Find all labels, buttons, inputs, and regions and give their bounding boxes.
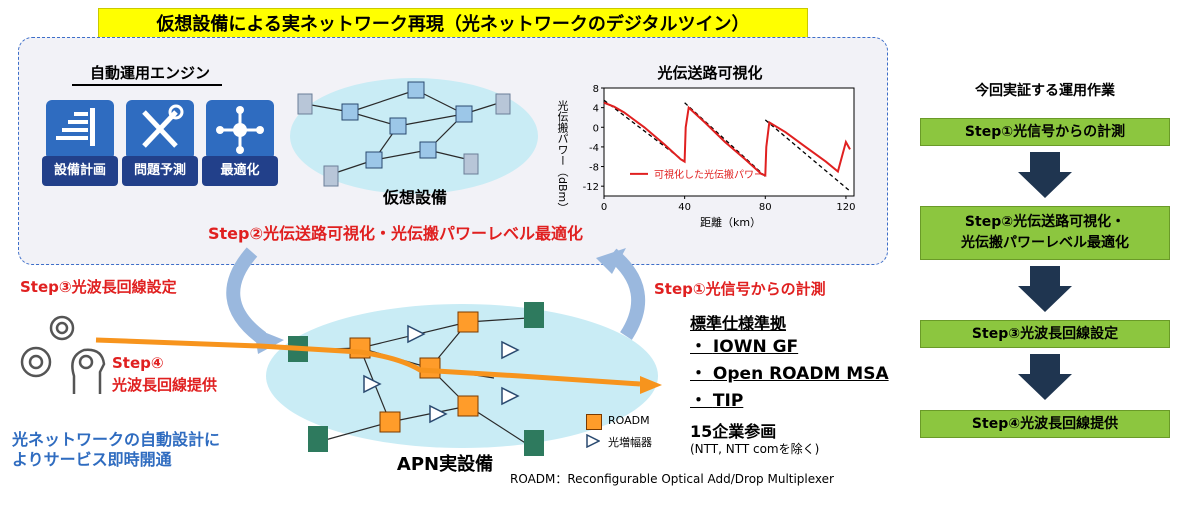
- prediction-icon-tile: [126, 100, 194, 160]
- down-arrow-1: [1018, 152, 1072, 198]
- down-arrow-3: [1018, 354, 1072, 400]
- apn-equipment-label: APN実設備: [396, 454, 494, 475]
- virtual-network-cloud: [290, 78, 538, 194]
- engine-title: 自動運用エンジン: [89, 64, 210, 82]
- virtual-equipment-label: 仮想設備: [382, 188, 447, 207]
- standard-item-iown: ・ IOWN GF: [690, 337, 799, 357]
- automation-person-icon: [20, 315, 106, 394]
- standard-item-tip: ・ TIP: [690, 391, 744, 411]
- step3-box: Step③光波長回線設定: [920, 320, 1170, 348]
- tile-label-optimize: 最適化: [202, 156, 278, 186]
- standard-openroadm-text: Open ROADM MSA: [712, 364, 889, 384]
- chart-plot-area: [603, 87, 855, 197]
- apn-server-icons: [288, 302, 544, 456]
- y-tick-label: -12: [583, 182, 599, 193]
- apn-network-cloud: [266, 302, 658, 456]
- standard-iown-text: IOWN GF: [712, 337, 799, 357]
- standard-tip-text: TIP: [712, 391, 744, 411]
- up-curve-arrow: [607, 248, 646, 340]
- legend-label: 可視化した光伝搬パワー: [654, 168, 764, 181]
- chart-xlabel: 距離（km）: [700, 216, 762, 229]
- fit-segment: [764, 119, 851, 192]
- down-arrow-2: [1018, 266, 1072, 312]
- stair-chart-icon: [56, 108, 95, 146]
- amplifier-legend-icon: [586, 434, 600, 448]
- y-tick-label: 0: [593, 123, 599, 134]
- step1-box: Step①光信号からの計測: [920, 118, 1170, 146]
- chart-ylabel: 光伝搬パワー（dBm）: [556, 100, 569, 214]
- auto-design-text-line1: 光ネットワークの自動設計に: [12, 430, 221, 449]
- step4-label-line1: Step④: [112, 354, 164, 372]
- step3-label: Step③光波長回線設定: [20, 278, 177, 296]
- y-tick-label: 8: [593, 84, 599, 95]
- right-panel-title: 今回実証する運用作業: [975, 83, 1115, 99]
- standards-title: 標準仕様準拠: [690, 314, 787, 333]
- step4-label-line2: 光波長回線提供: [112, 376, 218, 394]
- amplifier-legend-label: 光増幅器: [608, 436, 652, 449]
- chart-title: 光伝送路可視化: [657, 64, 763, 82]
- y-tick-label: -4: [589, 143, 599, 154]
- step2-label: Step②光伝送路可視化・光伝搬パワーレベル最適化: [208, 224, 584, 243]
- virtual-roadm-icons: [341, 81, 473, 169]
- power-series-line: [603, 101, 851, 177]
- network-hub-icon: [216, 106, 264, 154]
- y-tick-label: -8: [589, 163, 599, 174]
- step2-box: Step②光伝送路可視化・ 光伝搬パワーレベル最適化: [920, 206, 1170, 260]
- amplifier-icons: [363, 324, 520, 424]
- optimize-icon-tile: [206, 100, 274, 160]
- step2-box-line1: Step②光伝送路可視化・: [964, 214, 1126, 230]
- companies-note: (NTT, NTT comを除く): [690, 442, 820, 456]
- tile-label-prediction: 問題予測: [122, 156, 198, 186]
- step1-label: Step①光信号からの計測: [654, 280, 826, 298]
- auto-design-text-line2: よりサービス即時開通: [12, 450, 172, 469]
- step2-box-line2: 光伝搬パワーレベル最適化: [961, 235, 1129, 251]
- roadm-legend-label: ROADM: [608, 414, 650, 427]
- roadm-footnote: ROADM：Reconfigurable Optical Add/Drop Mu…: [510, 472, 834, 486]
- roadm-legend-icon: [586, 414, 602, 430]
- service-path-arrow: [95, 337, 662, 394]
- step4-box: Step④光波長回線提供: [920, 410, 1170, 438]
- tools-icon: [142, 104, 184, 148]
- down-curve-arrow: [226, 247, 267, 344]
- planning-icon-tile: [46, 100, 114, 160]
- standard-item-openroadm: ・ Open ROADM MSA: [690, 364, 889, 384]
- engine-title-underline: [72, 84, 222, 86]
- companies-title: 15企業参画: [690, 422, 777, 441]
- virtual-server-icons: [297, 93, 511, 187]
- standards-list: ・ IOWN GF ・ Open ROADM MSA ・ TIP: [690, 332, 889, 411]
- y-tick-label: 4: [593, 104, 599, 115]
- x-tick-label: 120: [836, 202, 855, 213]
- tile-label-planning: 設備計画: [42, 156, 118, 186]
- x-tick-label: 40: [678, 202, 691, 213]
- x-tick-label: 0: [601, 202, 607, 213]
- x-tick-label: 80: [759, 202, 772, 213]
- page-title: 仮想設備による実ネットワーク再現（光ネットワークのデジタルツイン）: [98, 8, 808, 42]
